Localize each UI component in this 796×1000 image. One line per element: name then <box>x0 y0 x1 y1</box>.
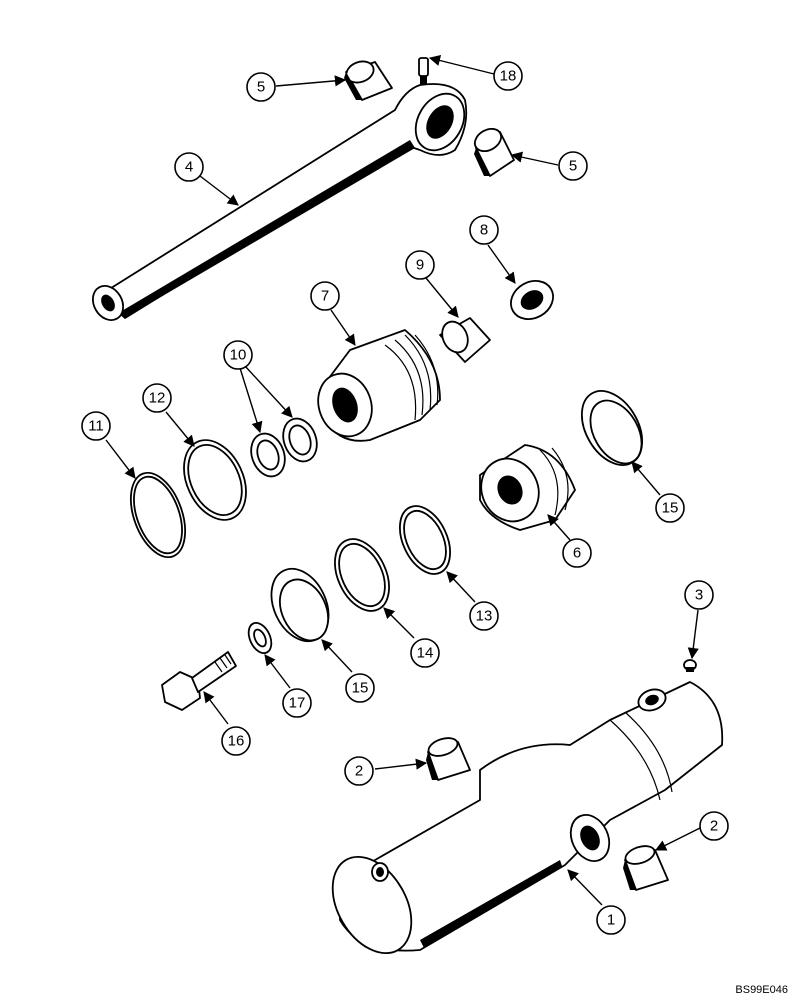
callout-15-upper: 15 <box>655 493 685 523</box>
cylinder-barrel <box>331 681 724 955</box>
svg-text:2: 2 <box>710 818 718 835</box>
rod-bushing-right <box>473 127 515 177</box>
svg-text:15: 15 <box>352 680 369 697</box>
drawing-code: BS99E046 <box>735 984 788 996</box>
washer <box>247 621 273 655</box>
svg-text:6: 6 <box>573 545 581 562</box>
svg-text:13: 13 <box>476 608 493 625</box>
callout-9: 9 <box>405 250 435 280</box>
callout-18: 18 <box>493 61 523 91</box>
barrel-bushing-lower <box>623 845 669 891</box>
callout-3: 3 <box>684 580 714 610</box>
rod-seal <box>183 439 247 521</box>
svg-text:14: 14 <box>417 645 434 662</box>
svg-text:5: 5 <box>257 79 265 96</box>
callout-7: 7 <box>310 281 340 311</box>
svg-text:16: 16 <box>228 733 245 750</box>
callout-16: 16 <box>221 726 251 756</box>
o-ring <box>129 471 187 559</box>
callout-17: 17 <box>282 688 312 718</box>
piston-wear-band-upper <box>580 390 644 466</box>
wear-ring <box>439 317 491 363</box>
callout-11: 11 <box>81 411 111 441</box>
piston-wear-band-lower <box>270 567 330 643</box>
svg-text:5: 5 <box>569 158 577 175</box>
svg-text:9: 9 <box>416 257 424 274</box>
callout-2-lower: 2 <box>699 811 729 841</box>
callout-6: 6 <box>562 538 592 568</box>
svg-text:8: 8 <box>480 222 488 239</box>
callout-4: 4 <box>174 152 204 182</box>
callout-12: 12 <box>142 383 172 413</box>
svg-text:1: 1 <box>607 912 615 929</box>
svg-text:17: 17 <box>289 695 306 712</box>
piston <box>479 444 576 531</box>
piston-seal-ring-13 <box>399 505 451 575</box>
callout-10: 10 <box>223 340 253 370</box>
grease-fitting <box>418 57 429 84</box>
callout-14: 14 <box>410 638 440 668</box>
svg-text:18: 18 <box>500 68 517 85</box>
callout-8: 8 <box>469 215 499 245</box>
barrel-bushing-upper <box>426 737 471 781</box>
svg-text:2: 2 <box>355 763 363 780</box>
callout-15-lower: 15 <box>345 673 375 703</box>
callout-2-upper: 2 <box>344 756 374 786</box>
gland <box>317 329 441 442</box>
rod-bushing-left <box>344 60 393 101</box>
leader-lines <box>105 55 701 906</box>
backup-rings <box>250 417 318 478</box>
svg-text:12: 12 <box>149 390 166 407</box>
bolt <box>161 651 237 711</box>
svg-text:7: 7 <box>321 288 329 305</box>
svg-text:15: 15 <box>662 500 679 517</box>
svg-text:11: 11 <box>88 418 104 435</box>
piston-retaining-ring <box>510 280 554 320</box>
callout-13: 13 <box>469 601 499 631</box>
callout-5-upper-left: 5 <box>246 72 276 102</box>
piston-seal-ring-14 <box>334 538 390 612</box>
callout-5-upper-right: 5 <box>558 151 588 181</box>
vent-plug <box>683 659 697 672</box>
svg-text:3: 3 <box>695 587 703 604</box>
svg-text:4: 4 <box>185 159 193 176</box>
piston-rod <box>92 83 468 321</box>
callout-1: 1 <box>596 905 626 935</box>
svg-text:10: 10 <box>230 347 247 364</box>
